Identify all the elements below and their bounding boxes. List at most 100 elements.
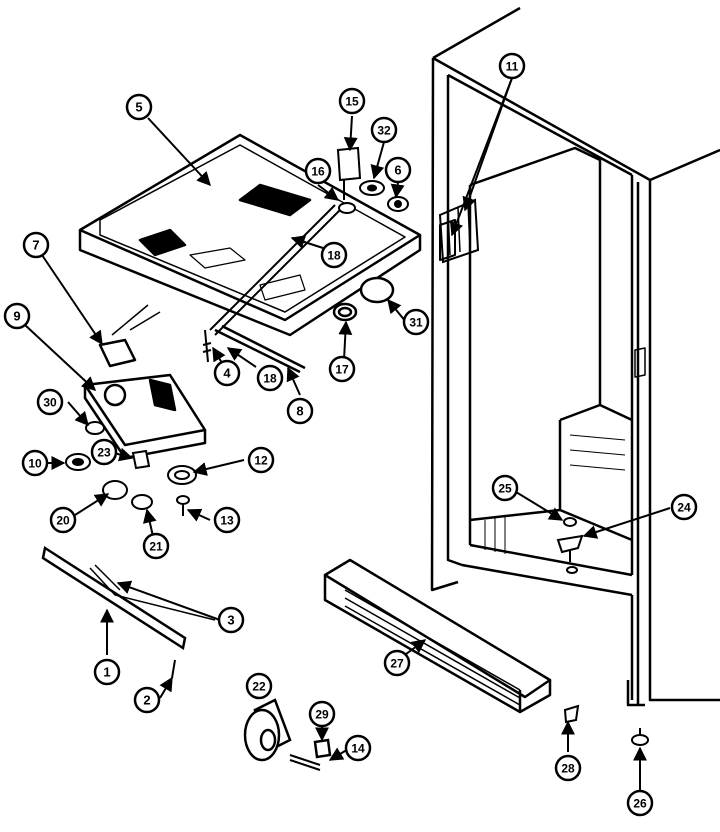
callout-c16: 16 [304, 157, 332, 185]
callout-label: 22 [252, 680, 266, 694]
callout-c22: 22 [245, 672, 273, 700]
callout-label: 3 [227, 613, 234, 628]
callout-label: 17 [335, 363, 349, 377]
callout-label: 27 [390, 657, 404, 671]
kick-plate-grille [323, 558, 552, 714]
callout-label: 4 [223, 366, 231, 381]
callout-c13: 13 [213, 506, 241, 534]
callout-circle [217, 606, 245, 634]
callout-c24: 24 [670, 493, 698, 521]
callout-circle [133, 686, 161, 714]
capillary-tube [209, 204, 341, 336]
thermostat-assembly [83, 304, 207, 460]
callout-circle [304, 157, 332, 185]
callout-c7: 7 [22, 231, 50, 259]
roller-assembly [243, 698, 332, 771]
callout-c18b: 18 [256, 364, 284, 392]
callout-c2: 2 [133, 686, 161, 714]
callout-label: 8 [296, 404, 303, 419]
screw-part [202, 329, 212, 363]
callout-c8: 8 [286, 397, 314, 425]
callout-circle [90, 438, 118, 466]
callout-circle [125, 93, 153, 121]
callout-label: 26 [633, 797, 647, 811]
round-caps [332, 276, 395, 322]
callout-label: 18 [263, 372, 277, 386]
callout-c15: 15 [338, 87, 366, 115]
callout-label: 12 [254, 454, 268, 468]
callout-c3: 3 [217, 606, 245, 634]
callout-label: 6 [394, 163, 401, 178]
callout-circle [320, 241, 348, 269]
callout-circle [498, 52, 526, 80]
callout-circle [308, 700, 336, 728]
callout-label: 24 [677, 501, 691, 515]
callout-c14: 14 [344, 734, 372, 762]
callout-circle [21, 449, 49, 477]
callout-label: 23 [97, 446, 111, 460]
callout-c20: 20 [49, 506, 77, 534]
callout-label: 21 [149, 540, 163, 554]
callout-circle [370, 116, 398, 144]
callout-label: 13 [220, 514, 234, 528]
cabinet-body [430, 6, 720, 707]
callout-label: 10 [28, 457, 42, 471]
callout-label: 18 [327, 249, 341, 263]
leader-lines [24, 77, 671, 790]
callout-c10: 10 [21, 449, 49, 477]
callout-label: 7 [32, 238, 39, 253]
callout-c28: 28 [554, 754, 582, 782]
callout-label: 25 [498, 482, 512, 496]
callout-circle [383, 649, 411, 677]
callout-c21: 21 [142, 532, 170, 560]
callout-circle [491, 474, 519, 502]
callout-label: 14 [351, 742, 365, 756]
callout-c11: 11 [498, 52, 526, 80]
small-parts-left [65, 421, 197, 516]
callout-circle [49, 506, 77, 534]
callout-label: 30 [43, 396, 57, 410]
callout-label: 11 [506, 60, 519, 74]
callout-circle [344, 734, 372, 762]
callout-circle [338, 87, 366, 115]
callout-c30: 30 [36, 388, 64, 416]
control-housing [78, 133, 422, 337]
callout-label: 2 [143, 693, 150, 708]
trim-strip [214, 324, 306, 374]
bottom-rail [41, 545, 216, 679]
callout-circle [286, 397, 314, 425]
callout-c25: 25 [491, 474, 519, 502]
callout-label: 20 [56, 514, 70, 528]
callout-label: 31 [409, 316, 423, 330]
callout-label: 28 [561, 762, 575, 776]
callout-circle [3, 302, 31, 330]
callout-label: 5 [135, 100, 142, 115]
callout-c6: 6 [384, 156, 412, 184]
callouts: 1234567891011121314151617181820212223242… [3, 52, 698, 817]
callout-circle [247, 446, 275, 474]
small-top-parts [336, 146, 409, 214]
callout-circle [626, 789, 654, 817]
callout-circle [36, 388, 64, 416]
callout-c23: 23 [90, 438, 118, 466]
callout-circle [256, 364, 284, 392]
callout-c32: 32 [370, 116, 398, 144]
callout-label: 15 [345, 95, 359, 109]
callout-c26: 26 [626, 789, 654, 817]
callout-c31: 31 [402, 308, 430, 336]
callout-c29: 29 [308, 700, 336, 728]
small-parts-right [556, 517, 649, 746]
callout-c9: 9 [3, 302, 31, 330]
callout-circle [245, 672, 273, 700]
callout-label: 32 [377, 124, 391, 138]
callout-circle [213, 506, 241, 534]
callout-circle [402, 308, 430, 336]
callout-circle [213, 359, 241, 387]
callout-label: 9 [13, 309, 20, 324]
callout-circle [384, 156, 412, 184]
callout-circle [93, 658, 121, 686]
hinge-bracket-part [438, 198, 480, 264]
callout-label: 29 [315, 708, 329, 722]
